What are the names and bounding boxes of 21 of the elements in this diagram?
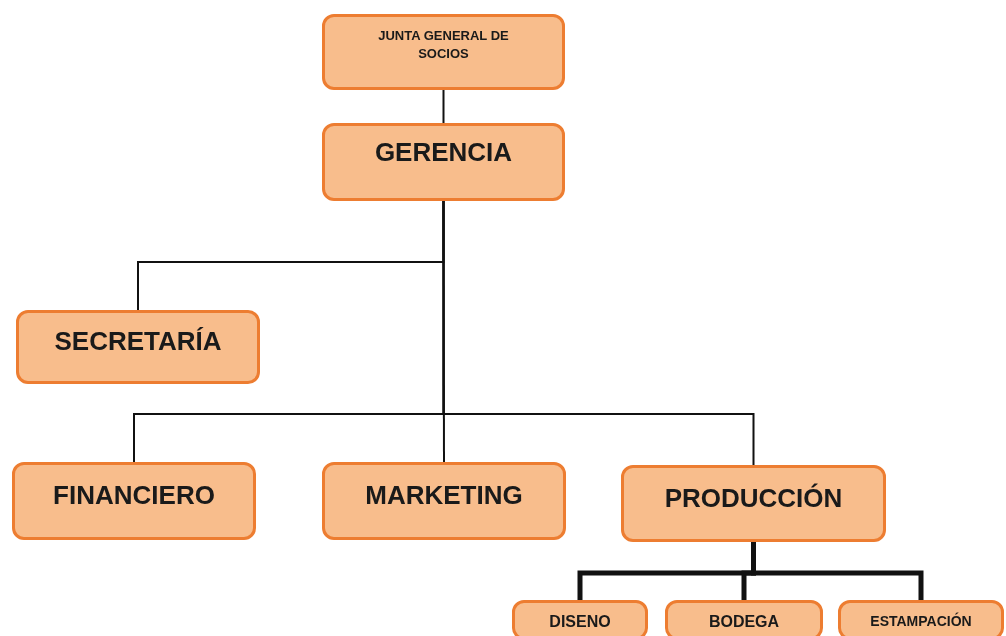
unit-name: MARKETING (365, 479, 523, 512)
unit-name: GERENCIA (374, 136, 513, 169)
unit-name: SECRETARÍA (54, 325, 222, 358)
unit-name: JUNTA GENERAL DE SOCIOS (377, 27, 510, 64)
org-unit-box (322, 14, 565, 90)
connector-line (751, 542, 924, 600)
unit-name: DISENO (549, 612, 611, 632)
unit-name: PRODUCCIÓN (664, 482, 843, 515)
connector-line (442, 89, 445, 124)
org-unit-box (838, 600, 1004, 636)
org-unit-box (12, 462, 256, 540)
unit-name: FINANCIERO (53, 479, 215, 512)
org-unit-box (322, 462, 566, 540)
org-unit-box (621, 465, 886, 542)
org-unit-box (16, 310, 260, 384)
org-unit-box (665, 600, 823, 636)
org-unit-box (512, 600, 648, 636)
unit-name: ESTAMPACIÓN (870, 612, 972, 631)
org-unit-box (322, 123, 565, 201)
unit-name: BODEGA (708, 612, 780, 632)
connector-line (442, 200, 755, 466)
